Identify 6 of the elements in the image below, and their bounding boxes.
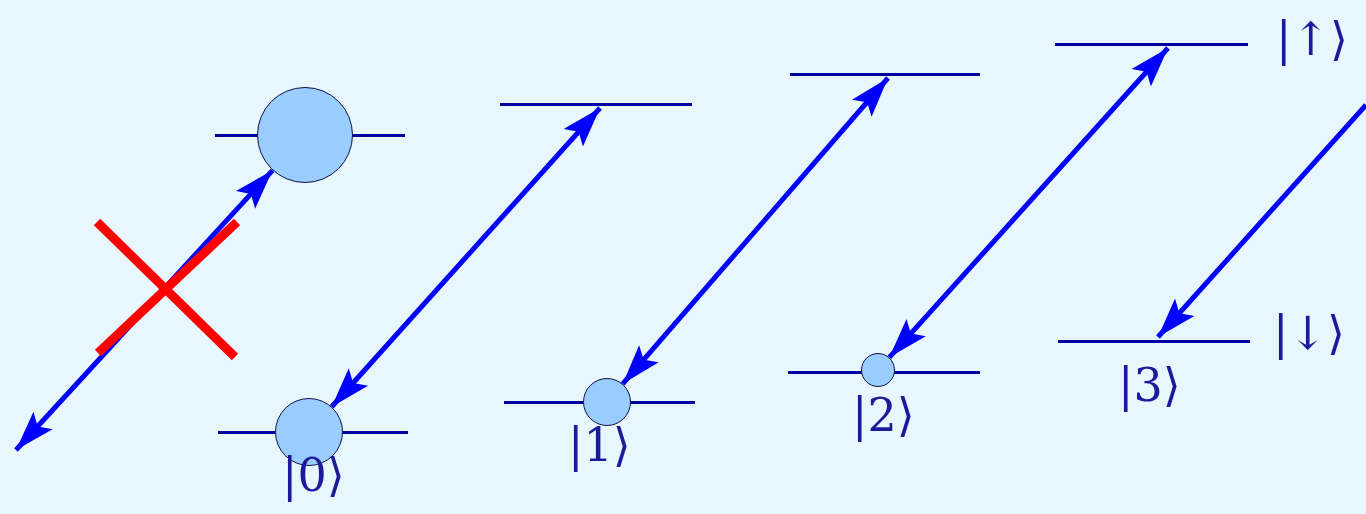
population-circle — [861, 353, 895, 387]
population-circle — [583, 378, 631, 426]
transition-arrow — [620, 76, 890, 386]
transition-arrow — [887, 46, 1170, 360]
transition-arrow — [1156, 103, 1366, 339]
transition-arrow — [329, 106, 602, 409]
